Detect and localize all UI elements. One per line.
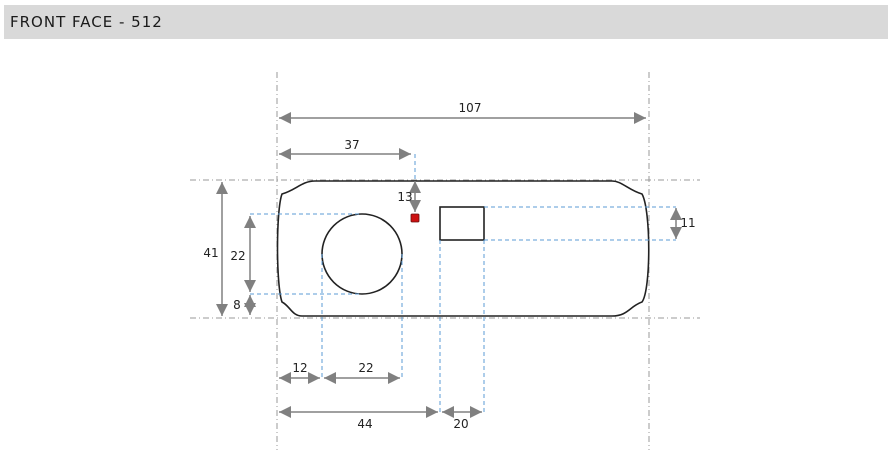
- device-body-outline: [276, 180, 650, 317]
- dim-label-led-top: 13: [397, 190, 412, 204]
- dim-label-lens-diameter: 22: [230, 249, 245, 263]
- guide-lines: [250, 154, 676, 412]
- dim-label-window-width: 20: [453, 417, 468, 431]
- dim-label-window-left: 44: [357, 417, 372, 431]
- dim-label-lens-bottom: 8: [233, 298, 241, 312]
- dim-label-to-led: 37: [344, 138, 359, 152]
- page-title: FRONT FACE - 512: [10, 13, 163, 31]
- dim-label-height: 41: [203, 246, 218, 260]
- dim-label-lens-left: 12: [292, 361, 307, 375]
- sensor-window: [439, 206, 485, 241]
- dim-label-lens-width: 22: [358, 361, 373, 375]
- led-indicator: [410, 213, 420, 223]
- dimension-arrows: [216, 112, 682, 418]
- lens-circle: [321, 213, 403, 295]
- dim-label-overall-width: 107: [459, 101, 482, 115]
- reference-lines: [190, 72, 700, 450]
- dim-label-window-height: 11: [680, 216, 695, 230]
- page-header: FRONT FACE - 512: [4, 5, 888, 39]
